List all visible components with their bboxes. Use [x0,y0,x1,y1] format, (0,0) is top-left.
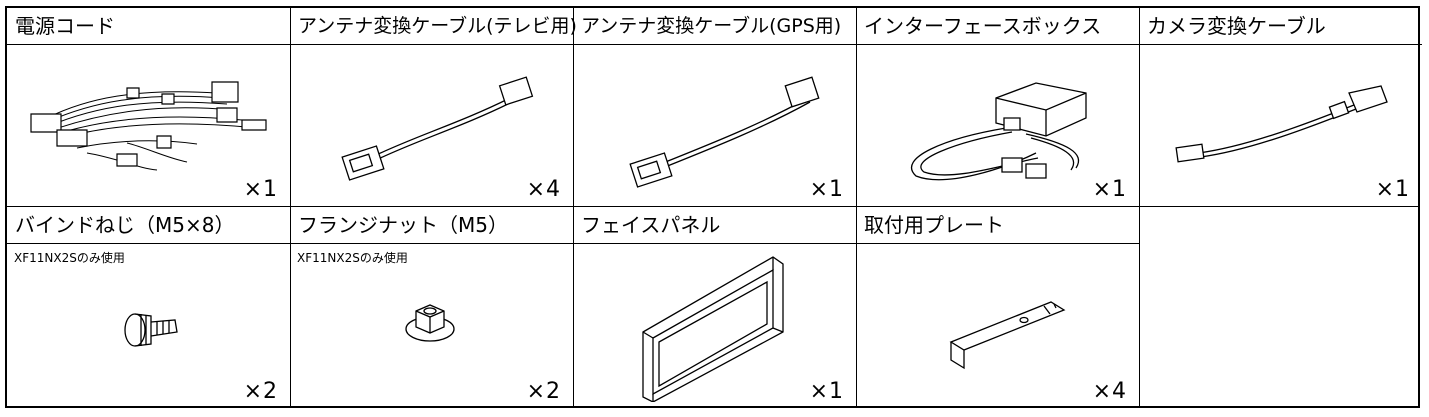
interface-box-illustration [886,58,1116,188]
item-name: バインドねじ（M5×8） [7,207,290,244]
item-note: XF11NX2Sのみ使用 [14,251,125,265]
cell-tv-antenna-cable: アンテナ変換ケーブル(テレビ用) ×4 [290,8,577,206]
cell-face-panel: フェイスパネル ×1 [573,207,856,408]
gps-antenna-cable-illustration [603,63,833,193]
item-quantity: ×1 [1092,177,1127,202]
column-divider [573,8,574,406]
cell-power-cord: 電源コード ×1 [7,8,290,206]
item-quantity: ×2 [243,379,278,404]
item-name: 電源コード [7,8,290,45]
mounting-plate-illustration [936,292,1076,372]
item-name: 取付用プレート [856,207,1139,244]
item-quantity: ×1 [1375,177,1410,202]
item-name: アンテナ変換ケーブル(テレビ用) [290,8,577,45]
camera-cable-illustration [1159,68,1399,178]
item-name: フェイスパネル [573,207,856,244]
item-name: カメラ変換ケーブル [1139,8,1422,45]
power-cord-illustration [17,58,277,178]
item-name: フランジナット（M5） [290,207,573,244]
column-divider [1139,8,1140,406]
cell-binding-screw: バインドねじ（M5×8） XF11NX2Sのみ使用 ×2 [7,207,290,408]
cell-interface-box: インターフェースボックス ×1 [856,8,1139,206]
cell-flange-nut: フランジナット（M5） XF11NX2Sのみ使用 ×2 [290,207,573,408]
item-name: アンテナ変換ケーブル(GPS用) [573,8,856,45]
row-divider [7,206,1418,207]
item-quantity: ×2 [526,379,561,404]
item-quantity: ×1 [809,177,844,202]
item-note: XF11NX2Sのみ使用 [297,251,408,265]
item-quantity: ×1 [809,379,844,404]
tv-antenna-cable-illustration [320,63,550,183]
binding-screw-illustration [117,302,187,352]
item-name: インターフェースボックス [856,8,1139,45]
cell-gps-antenna-cable: アンテナ変換ケーブル(GPS用) ×1 [573,8,856,206]
item-quantity: ×4 [526,177,561,202]
column-divider [856,8,857,406]
item-quantity: ×1 [243,177,278,202]
face-panel-illustration [633,252,793,402]
accessory-table: 電源コード ×1 アンテナ変換ケー [5,6,1422,408]
column-divider [290,8,291,406]
item-quantity: ×4 [1092,379,1127,404]
cell-mounting-plate: 取付用プレート ×4 [856,207,1139,408]
cell-empty [1139,207,1422,408]
flange-nut-illustration [400,297,460,347]
cell-camera-cable: カメラ変換ケーブル ×1 [1139,8,1422,206]
